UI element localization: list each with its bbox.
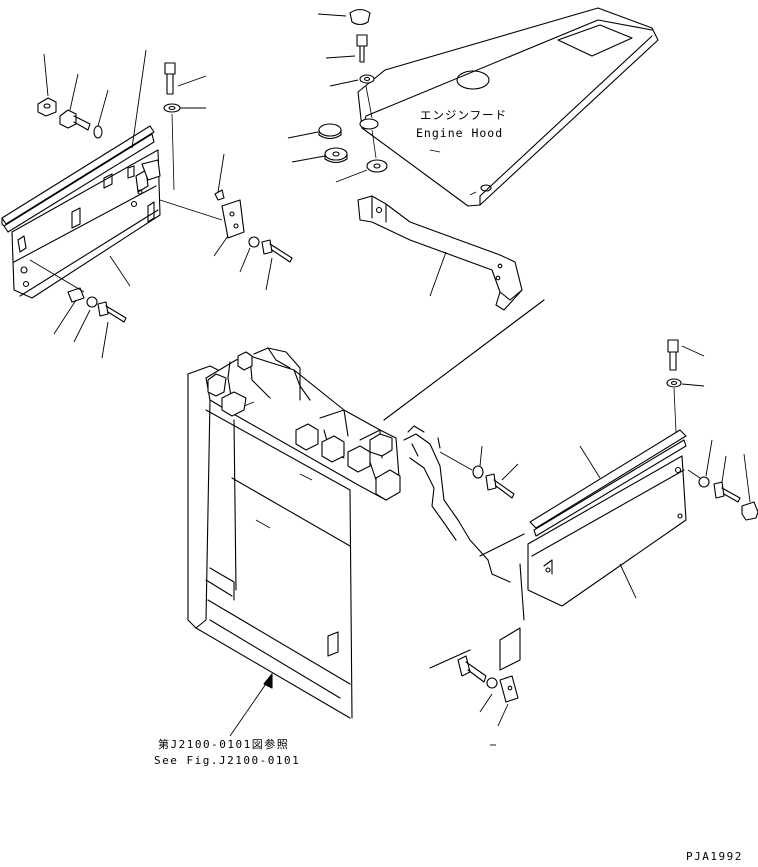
bolt-part (59, 109, 77, 129)
left-hardware (29, 49, 293, 359)
right-bolt-part (713, 481, 725, 499)
radiator-frame: 第J2100-0101図参照 See Fig.J2100-0101 (154, 347, 401, 767)
lower-bolt-part (97, 301, 109, 317)
right-washer-part (698, 476, 710, 488)
rubber-mount-upper (318, 123, 342, 137)
reference-label-jp: 第J2100-0101図参照 (158, 737, 289, 751)
hood-support-stay (357, 195, 523, 311)
hood-bolt-part (356, 34, 368, 47)
nut-part (37, 97, 57, 117)
rubber-mount-lower (324, 147, 348, 161)
right-vertical-bolt-part (667, 339, 679, 353)
right-side-cover (527, 339, 758, 607)
right-vertical-washer-part (666, 378, 682, 388)
hood-washer-part (359, 74, 375, 84)
vertical-bolt-part (164, 62, 176, 75)
right-duct-bracket (383, 299, 545, 746)
vertical-washer-part (163, 103, 181, 113)
left-side-cover (1, 125, 161, 299)
right-nut-part (741, 501, 758, 521)
lower-bracket-part (67, 287, 85, 303)
spacer-part (366, 159, 388, 173)
bracket-clip-part (221, 199, 245, 239)
lower-washer-part (86, 296, 98, 308)
mid-bolt-part (485, 473, 497, 491)
cap-part (349, 8, 371, 26)
engine-hood: エンジンフード Engine Hood (357, 7, 659, 207)
bottom-bolt-part (457, 655, 471, 677)
mid-washer-part (472, 465, 484, 479)
bottom-washer-part (486, 677, 498, 689)
reference-label-en: See Fig.J2100-0101 (154, 754, 300, 767)
washer-right-part (248, 236, 260, 248)
engine-hood-label-en: Engine Hood (416, 126, 503, 140)
figure-id: PJA1992 (686, 850, 743, 863)
hood-mount-hardware (287, 8, 388, 183)
engine-hood-label-jp: エンジンフード (420, 108, 507, 122)
washer-part (93, 125, 103, 139)
pin-part (214, 189, 225, 201)
rubber-pad-part (359, 118, 379, 130)
